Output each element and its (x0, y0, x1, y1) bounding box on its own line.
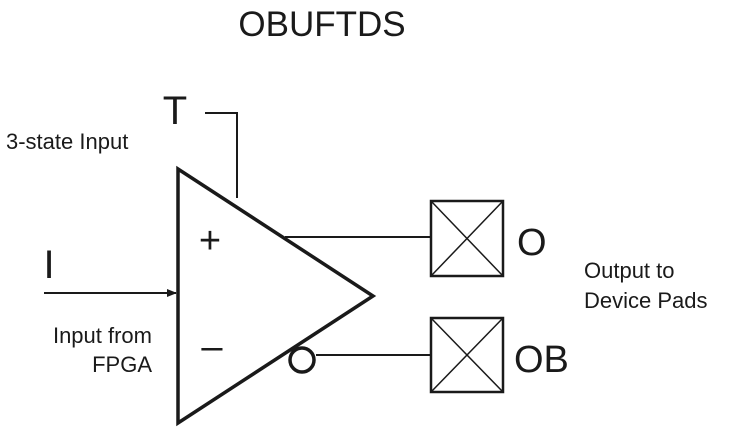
t-pin-label: T (163, 89, 187, 133)
t-pin-description: 3-state Input (6, 129, 128, 154)
o-pad-label: O (517, 222, 547, 264)
output-description-line1: Output to (584, 258, 675, 283)
i-pin-description-line1: Input from (53, 323, 152, 348)
output-description-line2: Device Pads (584, 288, 708, 313)
minus-sign: – (201, 326, 223, 368)
ob-pad-symbol (429, 316, 505, 394)
inversion-bubble (288, 346, 316, 374)
o-pad-symbol (429, 199, 505, 278)
ob-pad-label: OB (514, 339, 569, 381)
t-wire (205, 112, 238, 198)
i-pin-label: I (43, 243, 54, 287)
diagram-title: OBUFTDS (238, 5, 405, 44)
buffer-triangle-symbol (176, 165, 377, 427)
i-pin-description-line2: FPGA (92, 352, 152, 377)
plus-sign: + (199, 220, 221, 262)
